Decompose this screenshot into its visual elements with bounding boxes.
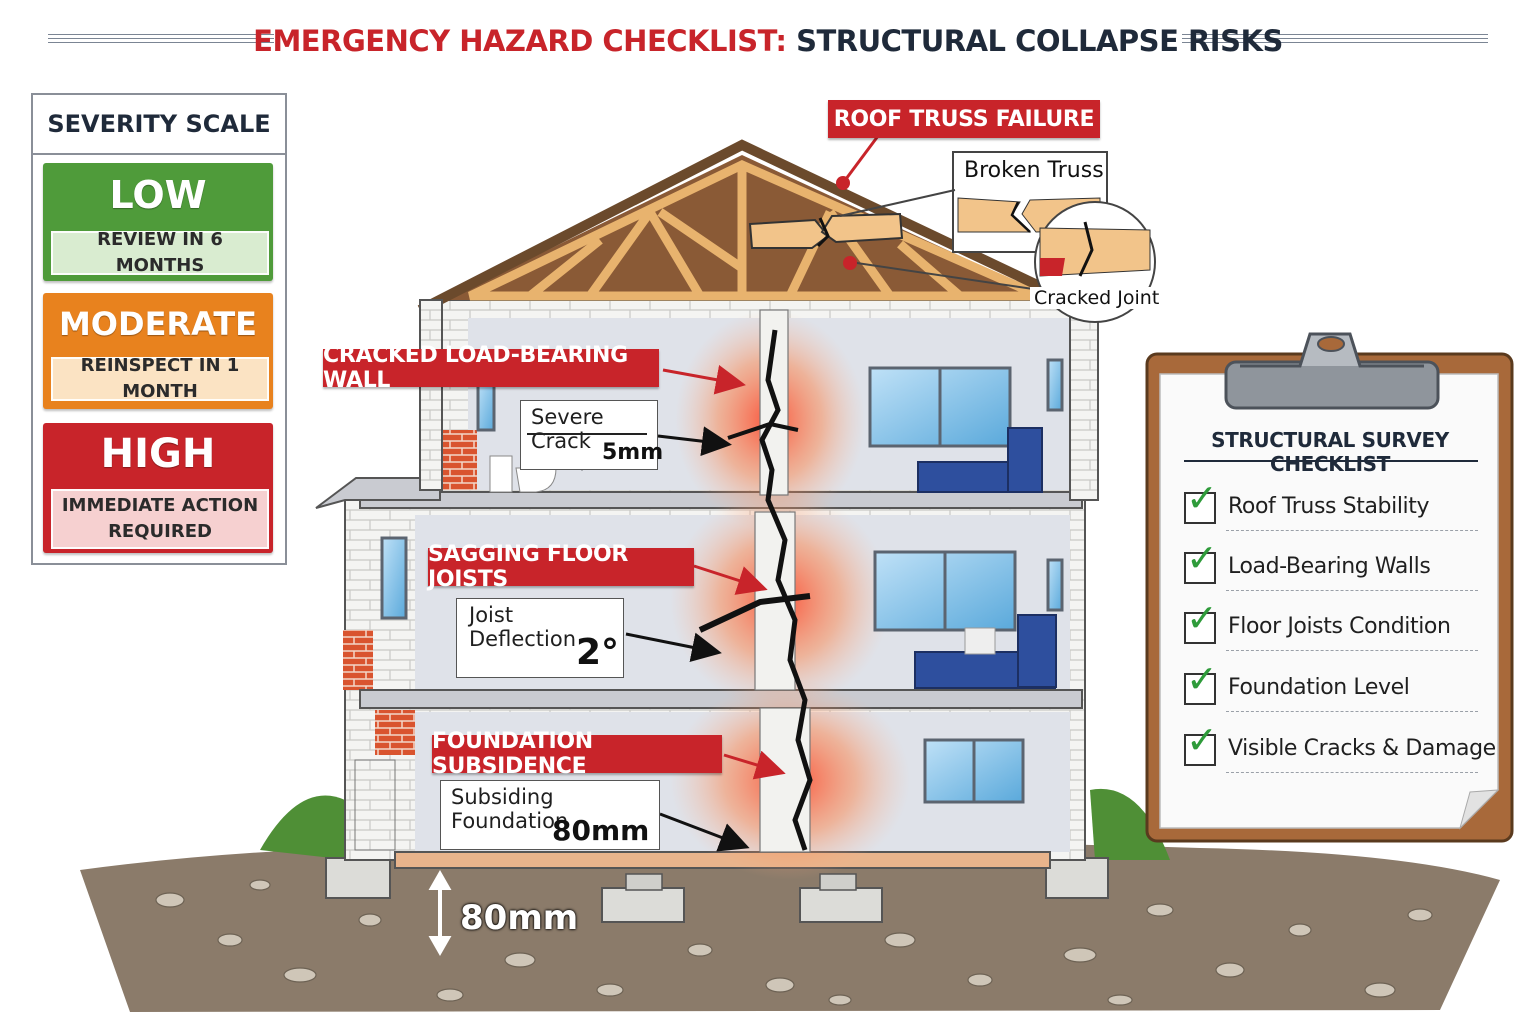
clip-icon <box>1224 332 1440 410</box>
severity-low-card: LOW REVIEW IN 6 MONTHS <box>43 163 273 281</box>
title-rule-right <box>1182 34 1488 48</box>
check-icon: ✓ <box>1186 659 1218 701</box>
footing-right <box>1045 857 1109 899</box>
severity-moderate-action: REINSPECT IN 1 MONTH <box>51 355 269 402</box>
window-icon <box>380 358 1064 804</box>
checklist-item-label: Floor Joists Condition <box>1228 614 1451 639</box>
checklist-divider <box>1226 650 1478 651</box>
severe-crack-callout: Severe Crack <box>531 405 604 453</box>
subsiding-foundation-callout-box: Subsiding Foundation <box>440 780 660 850</box>
checklist-title: STRUCTURAL SURVEY CHECKLIST <box>1211 428 1449 476</box>
checklist-item[interactable]: ✓ Visible Cracks & Damage <box>1184 722 1496 774</box>
severity-scale-panel: SEVERITY SCALE LOW REVIEW IN 6 MONTHS MO… <box>31 93 287 565</box>
checklist-divider <box>1226 530 1478 531</box>
joist-deflection-measurement: 2° <box>576 632 620 673</box>
joist-deflection-callout: Joist Deflection <box>469 603 577 651</box>
check-icon: ✓ <box>1186 598 1218 640</box>
ground-settlement-measurement: 80mm <box>460 898 579 938</box>
checklist-item-label: Load-Bearing Walls <box>1228 554 1431 579</box>
checklist-title-rule <box>1184 460 1478 462</box>
cracked-wall-label: CRACKED LOAD-BEARING WALL <box>323 343 659 393</box>
checkbox[interactable] <box>1184 492 1216 524</box>
checklist-item[interactable]: ✓ Roof Truss Stability <box>1184 480 1478 532</box>
check-icon: ✓ <box>1186 720 1218 762</box>
title-highlight: EMERGENCY HAZARD CHECKLIST: <box>253 24 787 58</box>
title-rest: STRUCTURAL COLLAPSE RISKS <box>796 24 1283 58</box>
roof-truss-failure-label: ROOF TRUSS FAILURE <box>828 100 1100 138</box>
severity-low-action: REVIEW IN 6 MONTHS <box>51 229 269 276</box>
severity-low-level: LOW <box>109 173 207 217</box>
checklist-divider <box>1226 772 1478 773</box>
grass-right <box>1090 788 1170 860</box>
broken-truss-callout: Broken Truss <box>964 158 1104 183</box>
checkbox[interactable] <box>1184 734 1216 766</box>
severity-scale-heading: SEVERITY SCALE <box>33 95 285 155</box>
sagging-joists-label: SAGGING FLOOR JOISTS <box>428 542 694 592</box>
cracked-joint-callout: Cracked Joint <box>1030 287 1164 309</box>
crack-width-measurement: 5mm <box>602 440 664 465</box>
check-icon: ✓ <box>1186 478 1218 520</box>
checklist-item[interactable]: ✓ Floor Joists Condition <box>1184 600 1478 652</box>
grass-left <box>260 795 350 860</box>
check-icon: ✓ <box>1186 538 1218 580</box>
checklist-divider <box>1226 590 1478 591</box>
severity-moderate-level: MODERATE <box>58 305 258 343</box>
checklist-item[interactable]: ✓ Foundation Level <box>1184 661 1478 713</box>
sofa-icon <box>914 427 1057 689</box>
structural-crack <box>759 329 813 851</box>
checklist-item-label: Visible Cracks & Damage <box>1228 736 1496 761</box>
checklist-item[interactable]: ✓ Load-Bearing Walls <box>1184 540 1478 592</box>
severity-moderate-card: MODERATE REINSPECT IN 1 MONTH <box>43 293 273 409</box>
toilet-icon <box>489 455 557 493</box>
foundation-subsidence-measurement: 80mm <box>552 814 650 847</box>
footing-left <box>325 857 391 899</box>
checklist-divider <box>1226 711 1478 712</box>
checkbox[interactable] <box>1184 552 1216 584</box>
joist-deflection-callout-box: Joist Deflection <box>456 598 624 678</box>
severity-high-level: HIGH <box>100 431 216 477</box>
footing-mid-left <box>601 887 685 923</box>
subsiding-foundation-callout: Subsiding Foundation <box>451 785 569 833</box>
page-title: EMERGENCY HAZARD CHECKLIST: STRUCTURAL C… <box>0 24 1536 58</box>
checkbox[interactable] <box>1184 612 1216 644</box>
footing-mid-right <box>799 887 883 923</box>
title-row: EMERGENCY HAZARD CHECKLIST: STRUCTURAL C… <box>0 22 1536 62</box>
severe-crack-callout-box: Severe Crack <box>520 400 658 470</box>
foundation-subsidence-label: FOUNDATION SUBSIDENCE <box>432 729 722 779</box>
checkbox[interactable] <box>1184 673 1216 705</box>
severity-high-action: IMMEDIATE ACTION REQUIRED <box>51 489 269 549</box>
ground-rubble <box>155 879 1433 1006</box>
severity-high-card: HIGH IMMEDIATE ACTION REQUIRED <box>43 423 273 553</box>
checklist-item-label: Foundation Level <box>1228 675 1410 700</box>
checklist-item-label: Roof Truss Stability <box>1228 494 1430 519</box>
title-rule-left <box>48 34 274 48</box>
